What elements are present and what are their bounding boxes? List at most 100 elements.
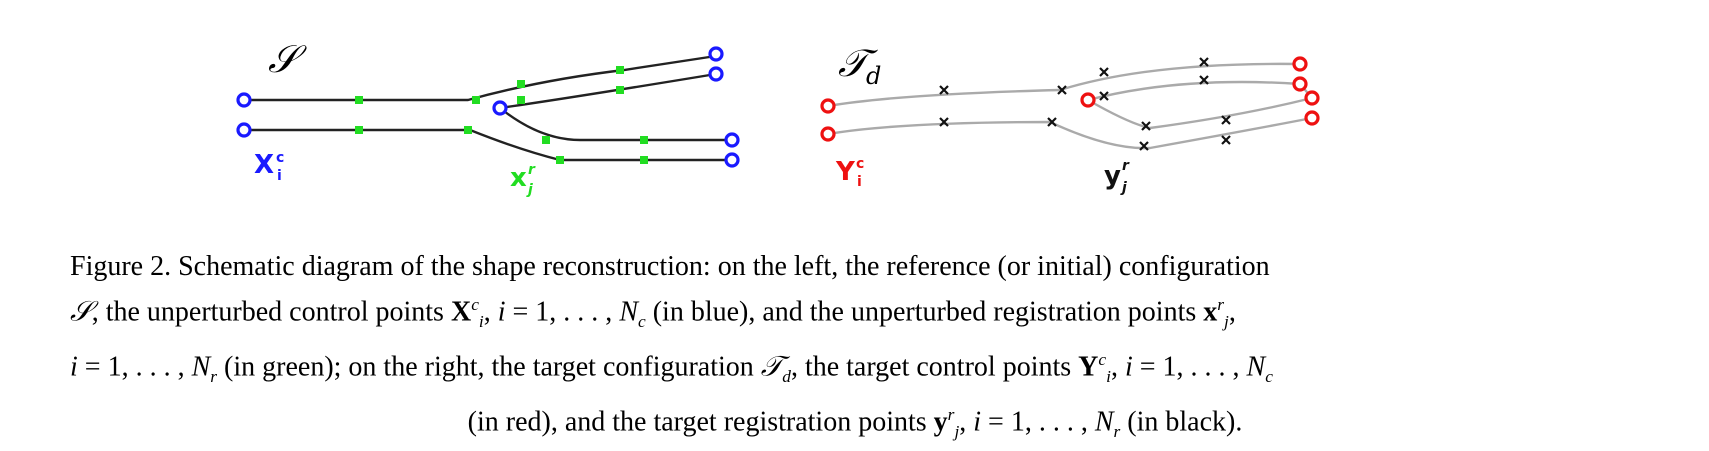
registration-point: [939, 117, 949, 127]
caption-text: ,: [1110, 351, 1125, 383]
registration-point: [556, 156, 564, 164]
math-symbol: i: [70, 351, 78, 383]
left-panel-title: 𝒮: [268, 37, 307, 81]
math-sup: c: [471, 295, 479, 314]
right-curve-lower: [827, 116, 1313, 150]
control-point: [1292, 76, 1308, 92]
caption-text: = 1, . . . ,: [505, 296, 620, 328]
caption-text: , the target control points: [790, 351, 1079, 383]
registration-point: [1047, 117, 1057, 127]
left-branch-lower: [499, 107, 732, 142]
math-symbol: N: [619, 296, 638, 328]
math-sub: c: [1265, 366, 1273, 386]
registration-point: [542, 136, 550, 144]
math-sub: j: [1224, 311, 1229, 331]
control-point: [708, 46, 724, 62]
left-control-label-sup: c: [276, 150, 284, 166]
right-control-label-sub: i: [857, 174, 862, 190]
right-panel-title-sub: d: [866, 62, 881, 90]
math-symbol: i: [973, 406, 982, 438]
registration-point: [472, 96, 480, 104]
registration-point: [464, 126, 472, 134]
caption-text: Figure 2. Schematic diagram of the shape…: [70, 251, 1270, 282]
right-curves: [827, 62, 1313, 150]
registration-point: [640, 136, 648, 144]
caption-text: (in blue), and the unperturbed registrat…: [645, 296, 1204, 328]
left-registration-points: [355, 66, 648, 164]
caption-text: (in red), and the target registration po…: [467, 406, 934, 438]
left-registration-label-sup: r: [528, 162, 536, 178]
registration-point: [1141, 121, 1151, 131]
registration-point: [1221, 115, 1231, 125]
caption-line-3: i = 1, . . . , Nr (in green); on the rig…: [70, 341, 1640, 396]
control-point: [724, 132, 740, 148]
caption-text: (in black).: [1120, 406, 1243, 438]
math-symbol: 𝒯: [760, 349, 783, 383]
registration-point: [355, 126, 363, 134]
right-registration-label-sup: r: [1122, 158, 1130, 174]
math-symbol: 𝒮: [70, 294, 92, 328]
registration-point: [939, 85, 949, 95]
right-branch-upper: [1087, 80, 1313, 102]
control-point: [492, 100, 508, 116]
control-point: [1304, 90, 1320, 106]
control-point: [708, 66, 724, 82]
math-symbol: x: [1203, 296, 1218, 328]
right-control-label: Y: [835, 157, 856, 187]
left-curves: [246, 54, 732, 162]
registration-point: [355, 96, 363, 104]
math-sub: j: [954, 421, 960, 441]
right-panel: 𝒯 d: [820, 41, 1320, 196]
left-control-points: [236, 46, 740, 168]
math-sub: r: [1113, 421, 1121, 441]
caption-text: ,: [959, 406, 974, 438]
right-registration-points: [939, 57, 1231, 151]
registration-point: [1221, 135, 1231, 145]
caption-text: , the unperturbed control points: [91, 296, 451, 328]
registration-point: [1099, 67, 1109, 77]
caption-text: ,: [1228, 296, 1236, 328]
registration-point: [1099, 91, 1109, 101]
control-point: [1304, 110, 1320, 126]
right-curve-upper: [827, 62, 1301, 108]
registration-point: [517, 96, 525, 104]
math-symbol: Y: [1078, 351, 1099, 383]
registration-point: [616, 86, 624, 94]
left-curve-lower: [246, 128, 732, 162]
math-symbol: N: [1094, 406, 1114, 438]
math-sub: i: [1106, 366, 1111, 386]
math-sub: c: [638, 311, 646, 331]
registration-point: [640, 156, 648, 164]
caption-text: (in green); on the right, the target con…: [217, 351, 761, 383]
math-sup: c: [1098, 349, 1107, 369]
right-control-label-sup: c: [856, 156, 864, 172]
registration-point: [517, 80, 525, 88]
right-registration-label: y: [1104, 161, 1121, 191]
math-sup: r: [947, 404, 955, 424]
math-symbol: N: [191, 351, 211, 383]
left-registration-label: x: [510, 163, 527, 193]
caption-text: = 1, . . . ,: [981, 406, 1095, 438]
right-branch-lower: [1087, 96, 1313, 130]
math-symbol: N: [1246, 351, 1266, 383]
registration-point: [616, 66, 624, 74]
left-registration-label-sub: j: [526, 182, 533, 198]
left-curve-upper: [246, 54, 717, 102]
left-branch-upper: [499, 72, 717, 110]
control-point: [820, 98, 836, 114]
registration-point: [1139, 141, 1149, 151]
shape-reconstruction-figure: 𝒮: [236, 37, 1320, 198]
right-control-points: [820, 56, 1320, 142]
registration-point: [1199, 57, 1209, 67]
registration-point: [1199, 75, 1209, 85]
registration-point: [1057, 85, 1067, 95]
control-point: [1080, 92, 1096, 108]
math-symbol: y: [933, 406, 948, 438]
math-sub: d: [782, 366, 791, 386]
left-panel: 𝒮: [236, 37, 740, 198]
math-symbol: i: [497, 296, 506, 328]
math-sub: r: [210, 366, 218, 386]
math-symbol: i: [1124, 351, 1133, 383]
control-point: [236, 92, 252, 108]
left-control-label: X: [254, 150, 274, 180]
